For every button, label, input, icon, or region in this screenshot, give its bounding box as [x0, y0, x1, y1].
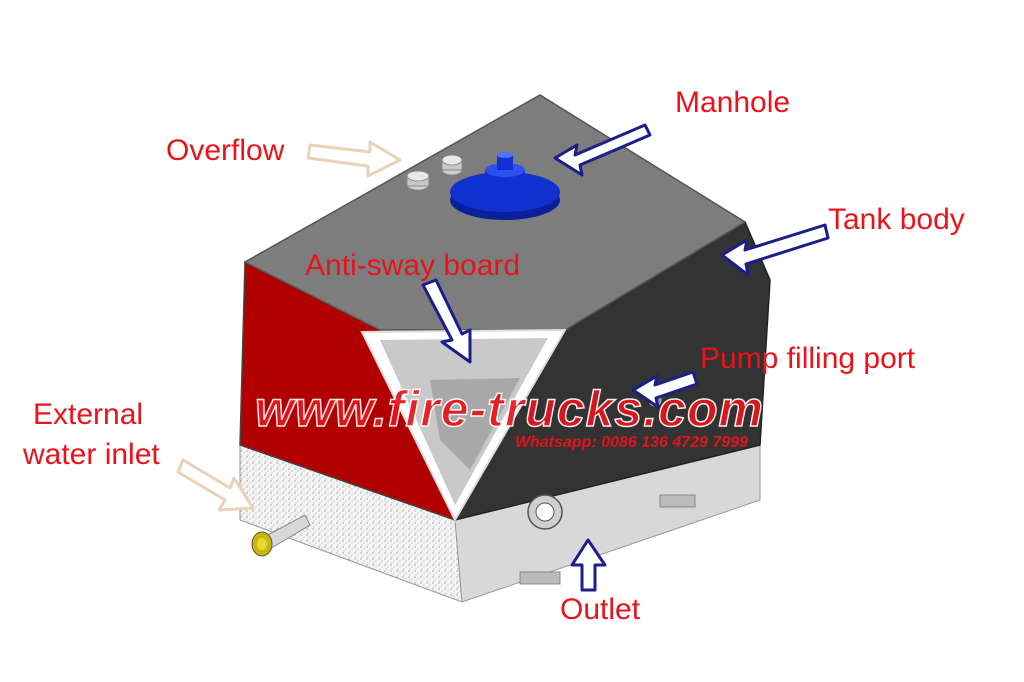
arrow-manhole [553, 123, 652, 177]
label-external-water-inlet-line2: water inlet [23, 438, 160, 471]
anti-sway-inner-shadow [430, 378, 520, 470]
label-overflow: Overflow [166, 134, 285, 167]
arrow-pump-port [631, 370, 699, 409]
arrow-overflow [306, 140, 402, 178]
arrow-anti-sway [421, 278, 472, 364]
overflow-pipes [406, 154, 463, 191]
external-inlet-pipe [251, 514, 311, 557]
label-external-water-inlet-line1: External [33, 398, 144, 431]
tank-feet [519, 494, 696, 585]
watermark-url: www.fire-trucks.com [254, 380, 764, 438]
label-anti-sway-board: Anti-sway board [305, 249, 521, 282]
watermark-contact: Whatsapp: 0086 136 4729 7999 [515, 434, 749, 451]
manhole [450, 152, 560, 220]
label-outlet: Outlet [560, 593, 641, 626]
label-tank-body: Tank body [828, 203, 965, 236]
label-pump-filling-port: Pump filling port [700, 342, 916, 375]
label-manhole: Manhole [675, 86, 791, 119]
arrow-external-inlet [176, 458, 255, 512]
arrow-outlet [570, 538, 607, 592]
arrow-tank-body [720, 223, 830, 277]
outlet-flange [527, 494, 563, 530]
